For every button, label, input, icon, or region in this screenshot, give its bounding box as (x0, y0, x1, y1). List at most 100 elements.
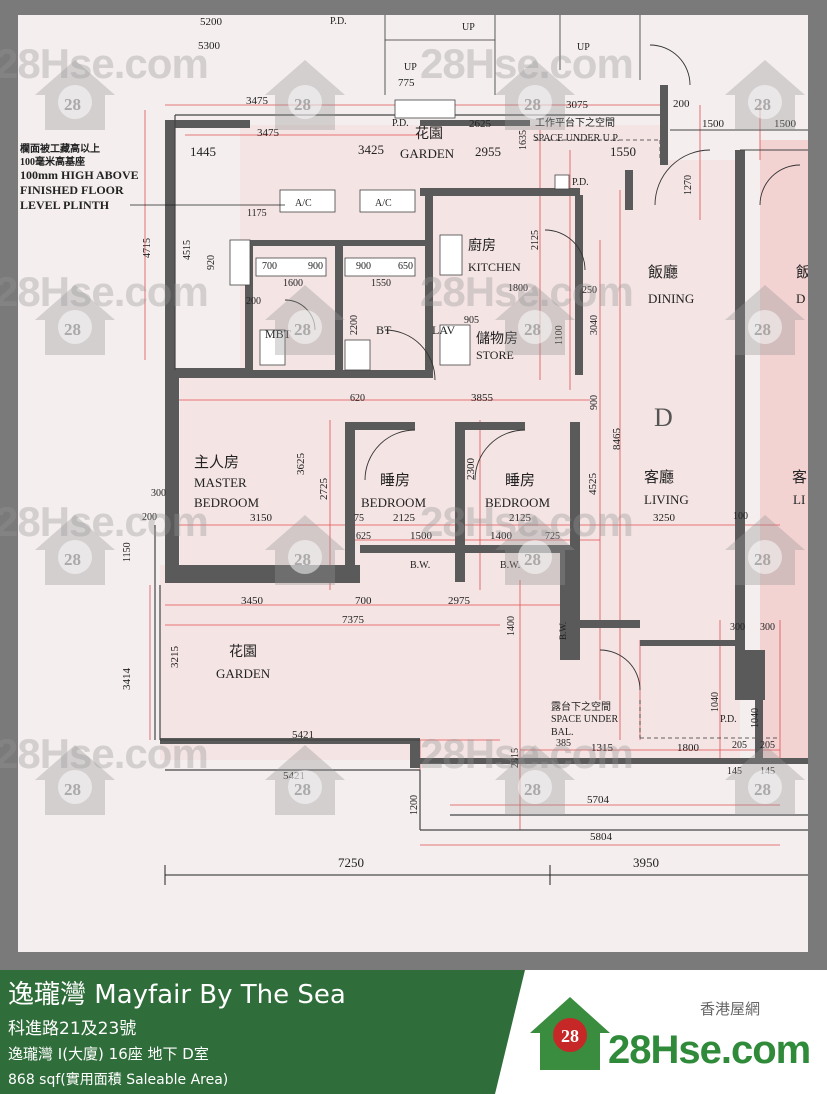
watermark: 28Hse.com (420, 268, 634, 315)
dim: 385 (556, 738, 571, 749)
badge-number: 28 (524, 95, 541, 114)
space-bal-en: SPACE UNDER (551, 714, 618, 725)
lav-label: LAV (432, 323, 455, 337)
up-label-3: UP (404, 62, 417, 73)
dining-en: DINING (648, 291, 694, 306)
dim: 7250 (338, 855, 364, 870)
dim: 1500 (702, 118, 725, 130)
dim: 205 (760, 740, 775, 751)
dim: 3425 (358, 142, 384, 157)
dim: 4715 (142, 238, 153, 258)
house-badge-icon (725, 745, 805, 815)
garden-bottom-en: GARDEN (216, 666, 271, 681)
pd-label-3: P.D. (720, 714, 737, 725)
dim: 1550 (610, 144, 636, 159)
dim: 1800 (677, 742, 700, 754)
badge-number: 28 (64, 550, 81, 569)
badge-number: 28 (64, 320, 81, 339)
bedroom2-cn: 睡房 (505, 472, 535, 489)
house-badge-icon (495, 60, 575, 130)
bedroom2-en: BEDROOM (485, 495, 550, 510)
partial-cn1: 飯 (796, 264, 808, 281)
dim: 1635 (518, 130, 529, 150)
dim: 1150 (122, 542, 133, 562)
dim: 3950 (633, 855, 659, 870)
up-label-2: UP (577, 42, 590, 53)
badge-number: 28 (524, 320, 541, 339)
brand-badge-number: 28 (561, 1026, 579, 1046)
badge-number: 28 (64, 780, 81, 799)
dim: 3040 (589, 315, 600, 335)
dim: 1550 (371, 278, 391, 289)
bw1-label: B.W. (410, 560, 430, 571)
dim: 2815 (510, 748, 521, 768)
partial-d: D (796, 291, 805, 306)
plinth-note-en3: LEVEL PLINTH (20, 198, 110, 212)
space-bal-en2: BAL. (551, 727, 574, 738)
plinth-note-cn2: 100毫米高基座 (20, 155, 85, 168)
dim: 8465 (611, 428, 623, 451)
living-en: LIVING (644, 492, 689, 507)
plinth-note-en1: 100mm HIGH ABOVE (20, 168, 139, 182)
left-border (0, 0, 18, 970)
dim: 4515 (182, 240, 193, 260)
dim: 2975 (448, 595, 471, 607)
watermark: 28Hse.com (420, 40, 634, 87)
house-badge-icon (265, 285, 345, 355)
house-badge-icon (495, 285, 575, 355)
dim: 1100 (554, 325, 565, 345)
space-up-cn: 工作平台下之空間 (535, 116, 615, 129)
house-badge-icon (265, 60, 345, 130)
dim: 2200 (349, 315, 360, 335)
watermark: 28Hse.com (0, 730, 209, 777)
bw3-label: B.W. (558, 622, 568, 640)
plinth-note-cn: 欄面被工藏高以上 (20, 142, 100, 155)
dim: 300 (730, 622, 745, 633)
dim: 700 (262, 261, 277, 272)
watermark: 28Hse.com (0, 268, 209, 315)
ac-label-2: A/C (375, 198, 392, 209)
dim: 3475 (257, 127, 280, 139)
master-cn: 主人房 (194, 454, 239, 471)
pd-label-1: P.D. (392, 118, 409, 129)
dim: 5804 (590, 831, 613, 843)
dim: 3250 (653, 512, 676, 524)
dim: 250 (582, 285, 597, 296)
garden-top-en: GARDEN (400, 146, 455, 161)
house-badge-icon (35, 285, 115, 355)
dim: 1040 (750, 708, 761, 728)
house-badge-icon (35, 745, 115, 815)
partial-cn2: 客 (792, 469, 807, 486)
bw2-label: B.W. (500, 560, 520, 571)
dim: 900 (356, 261, 371, 272)
top-border (0, 0, 827, 15)
watermark: 28Hse.com (420, 498, 634, 545)
mbt-label: MBT (265, 327, 292, 341)
dim: 3215 (169, 646, 181, 669)
house-badge-icon (265, 515, 345, 585)
badge-number: 28 (754, 320, 771, 339)
dim: 200 (142, 512, 157, 523)
footer: 逸瓏灣 Mayfair By The Sea 科進路21及23號 逸瓏灣 I(大… (0, 970, 827, 1094)
dim: 1800 (508, 283, 528, 294)
brand-logo-text[interactable]: 28Hse.com (608, 1028, 811, 1072)
living-cn: 客廳 (644, 468, 674, 486)
bt-label: BT (376, 323, 392, 337)
dim: 2955 (475, 144, 501, 159)
dim: 1500 (774, 118, 797, 130)
dim: 4525 (587, 473, 599, 496)
house-badge-watermarks: 28 28 28 28 28 28 28 28 28 28 28 28 28 2… (35, 60, 805, 815)
dim: 3855 (471, 392, 494, 404)
dim: 1400 (490, 530, 513, 542)
dim: 300 (760, 622, 775, 633)
dim: 5421 (292, 729, 314, 741)
store-cn: 儲物房 (476, 331, 518, 347)
floor-plan: 花園 GARDEN 廚房 KITCHEN 儲物房 STORE 飯廳 DINING… (18, 15, 808, 952)
brand-house-logo-icon[interactable]: 28 (530, 995, 790, 1075)
property-unit: 逸瓏灣 I(大廈) 16座 地下 D室 (8, 1045, 209, 1063)
dim: 300 (151, 488, 166, 499)
house-badge-icon (495, 745, 575, 815)
bedroom1-en: BEDROOM (361, 495, 426, 510)
up-label-1: UP (462, 22, 475, 33)
house-badge-icon (725, 515, 805, 585)
